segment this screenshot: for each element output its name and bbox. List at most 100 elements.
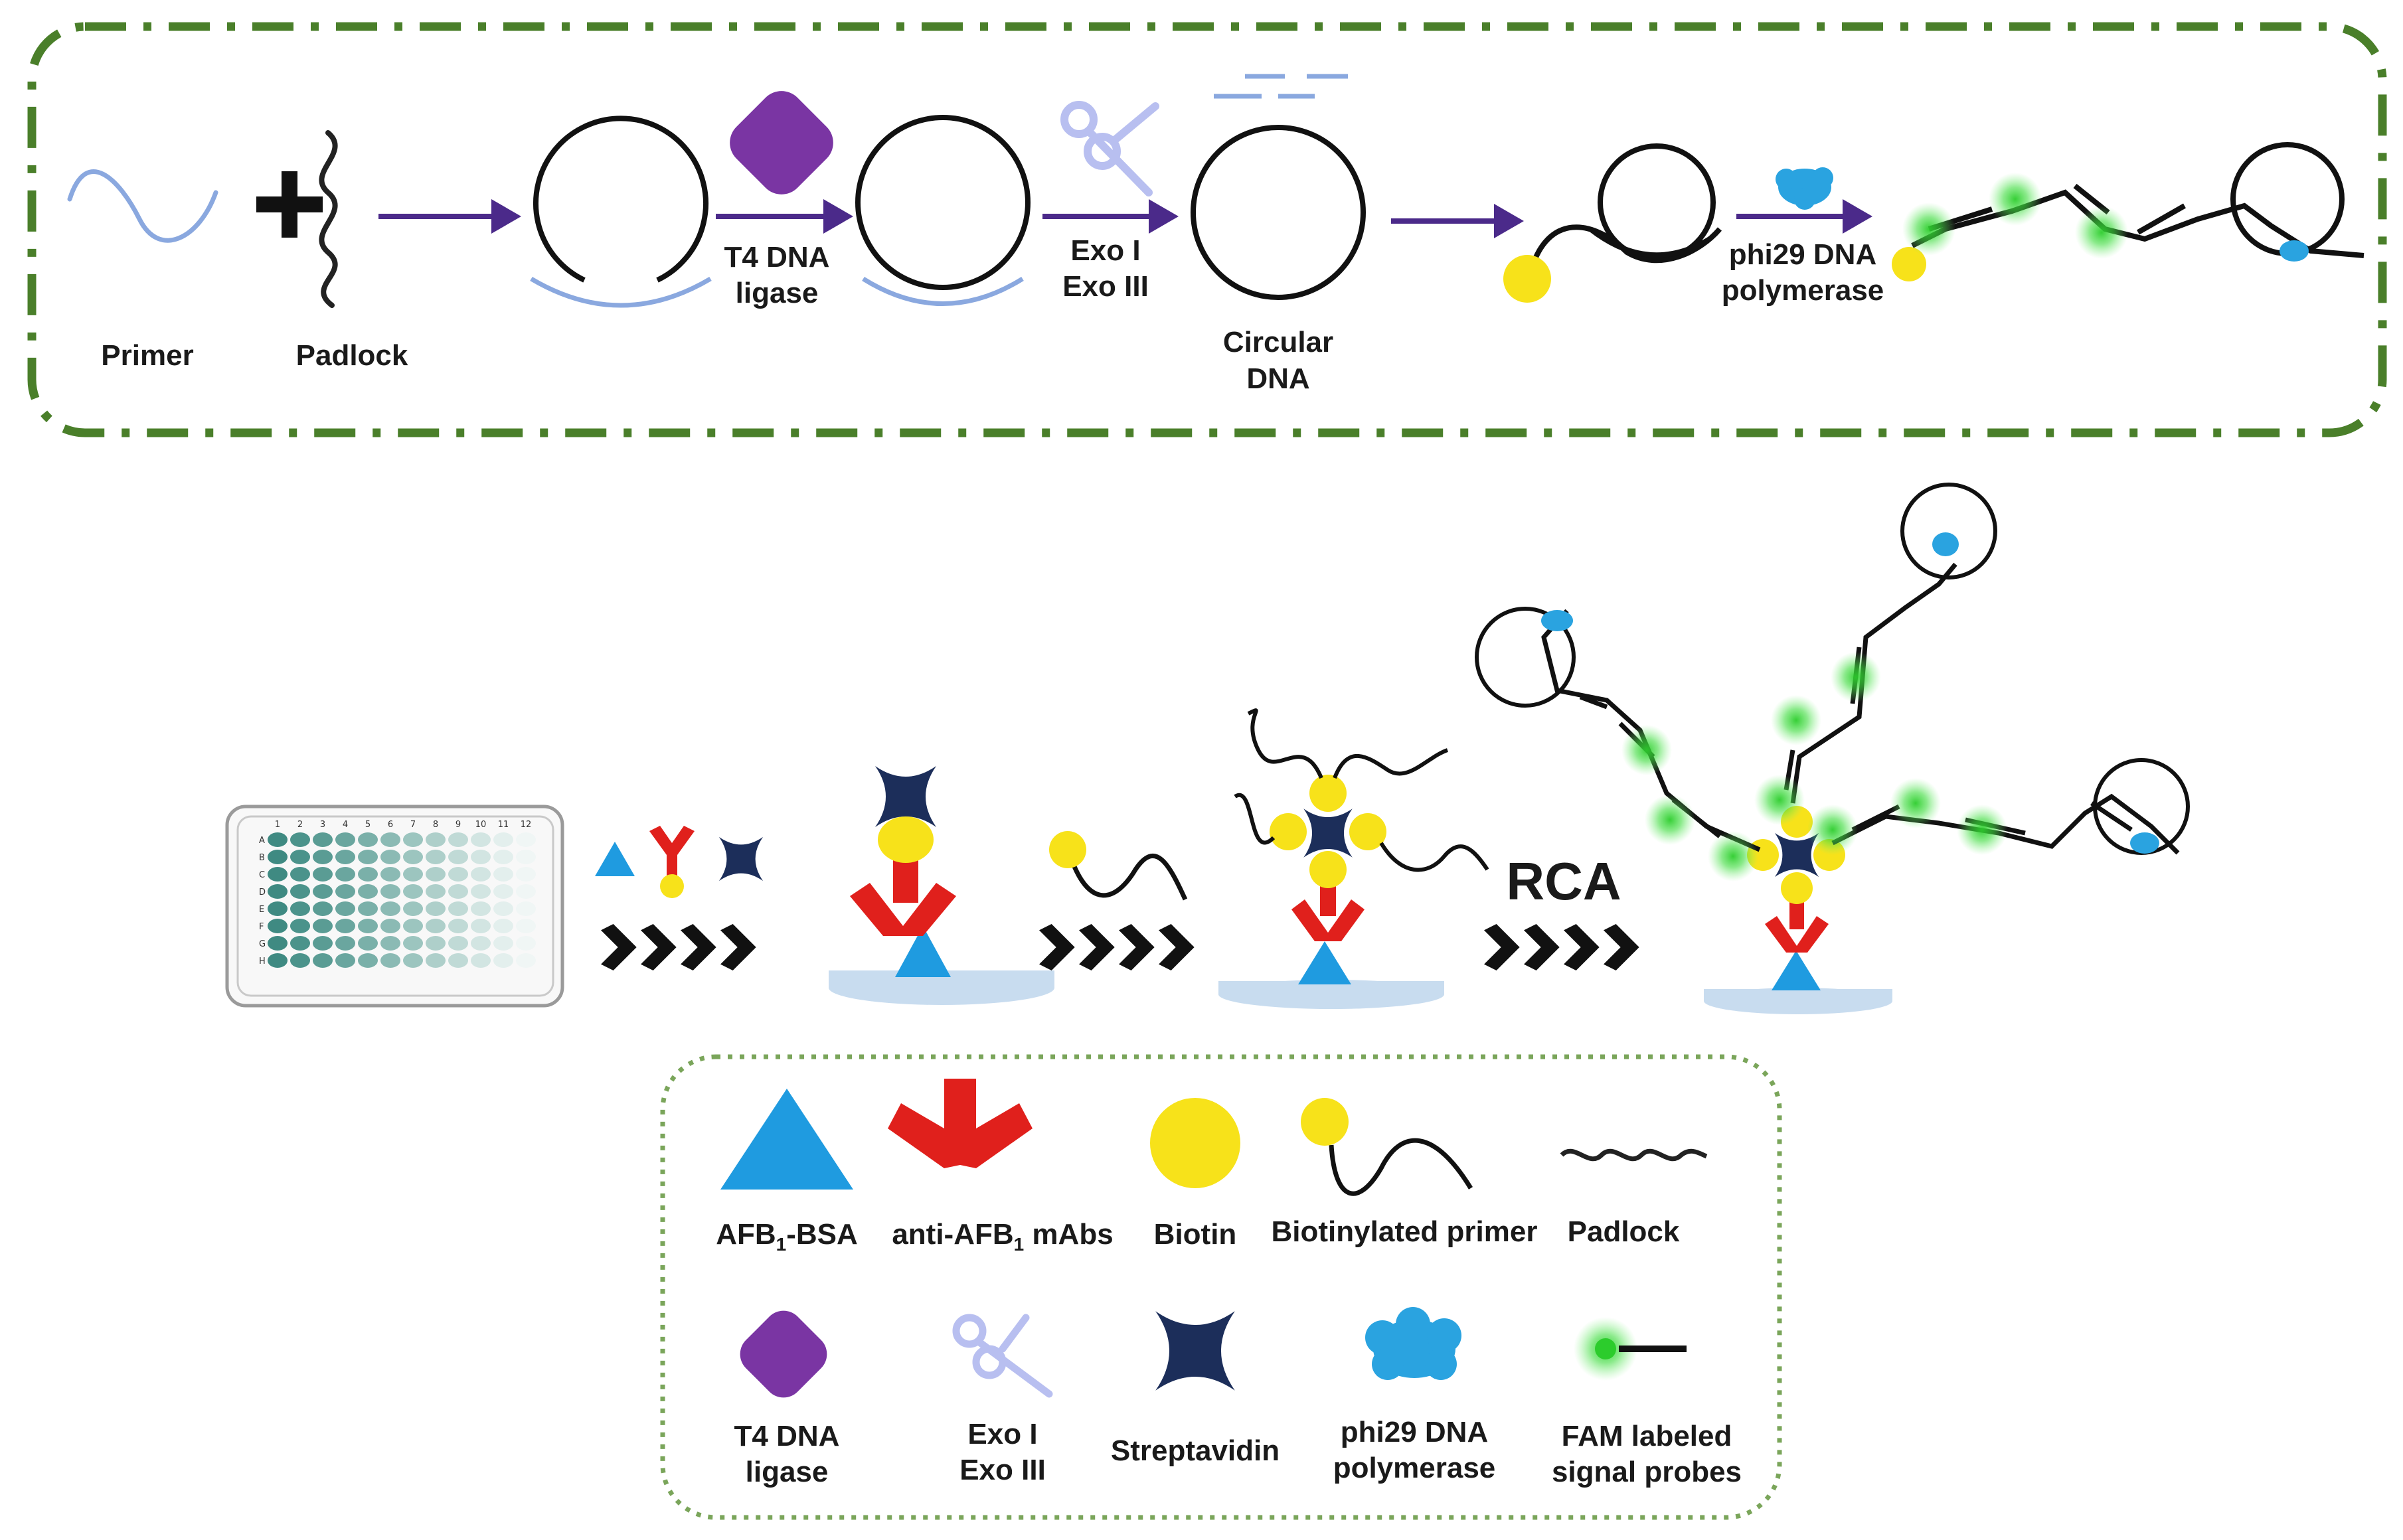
biotin-icon [1150,1098,1240,1188]
plate-col-label: 10 [475,820,487,830]
plate-well [493,953,513,968]
plate-well [290,919,310,933]
plate-col-label: 7 [410,820,416,830]
legend-strep-label: Streptavidin [1111,1434,1280,1467]
plate-well [290,832,310,847]
plate-col-label: 11 [498,820,509,830]
plate-col-label: 8 [433,820,438,830]
fam-probe-glow [1890,778,1941,828]
plate-well [358,919,378,933]
streptavidin-small-icon [718,836,764,882]
plate-well [313,884,333,899]
antibody-small-icon [649,826,695,898]
plate-col-label: 5 [365,820,371,830]
plate-well [380,953,400,968]
plate-well [516,901,536,916]
fam-probe-glow [1807,805,1858,855]
plate-well [335,919,355,933]
plate-well [313,901,333,916]
fam-probe-glow [1754,775,1805,825]
polymerase-icon [1541,610,1573,631]
rca-label: RCA [1506,852,1621,911]
plate-well [268,832,288,847]
plate-well [268,936,288,951]
legend-bprimer-label: Biotinylated primer [1272,1215,1538,1248]
legend-antibody-label: anti-AFB1 mAbs [892,1218,1113,1255]
fam-probe-glow [1645,795,1695,845]
plate-well [268,919,288,933]
assay-stage-3 [1475,483,2190,1014]
padlock-circle-open [533,116,708,283]
plate-well [380,867,400,882]
primer-label: Primer [101,339,193,372]
plate-well [426,901,446,916]
plate-well [516,832,536,847]
legend-fam-label-line1: FAM labeled [1562,1420,1732,1452]
legend-biotin-label: Biotin [1154,1218,1237,1251]
plate-well [493,936,513,951]
plate-well [358,867,378,882]
plate-well [448,884,468,899]
plate-well [335,850,355,864]
step-chevrons [1039,924,1195,970]
plate-well [268,953,288,968]
legend-phi-label-line1: phi29 DNA [1341,1416,1488,1448]
arrow-right-icon [1736,199,1872,234]
padlock-strand-icon [1560,1148,1708,1162]
plate-well [471,850,491,864]
t4-ligase-icon [740,1310,827,1398]
step-chevrons [1484,924,1639,970]
plate-well [268,867,288,882]
arrow-right-icon [1042,199,1179,234]
plate-well [335,901,355,916]
padlock-strand-icon [319,130,338,308]
polymerase-label-line1: phi29 DNA [1729,238,1876,271]
assay-stage-2 [1218,708,1489,1009]
plate-well [335,936,355,951]
polymerase-icon [1776,167,1833,210]
plate-well [516,919,536,933]
plate-well [290,953,310,968]
circular-dna-label-line2: DNA [1246,362,1309,395]
plate-well [313,953,333,968]
plate-well [380,919,400,933]
plate-well [380,901,400,916]
step-chevrons [601,924,756,970]
plate-well [516,867,536,882]
plate-well [290,867,310,882]
plate-well [358,850,378,864]
plate-well [290,884,310,899]
primer-template-arc [862,277,1024,306]
polymerase-icon [2130,832,2159,854]
plate-well [380,936,400,951]
padlock-label: Padlock [296,339,408,372]
plate-row-label: H [259,957,266,966]
plate-row-label: B [259,853,265,863]
plate-well [313,832,333,847]
plate-well [493,919,513,933]
plate-well [335,867,355,882]
polymerase-icon [1365,1307,1461,1380]
plate-well [448,953,468,968]
scissors-icon [1060,101,1159,196]
plate-row-label: D [259,887,266,897]
primer-strand-icon [67,169,218,243]
plate-well [493,850,513,864]
plate-well [290,936,310,951]
plate-well [426,953,446,968]
legend-afb-bsa-label: AFB1-BSA [716,1218,858,1255]
fam-probe-glow [1957,805,2007,855]
top-panel-border [27,22,2387,437]
fam-probe-glow [1621,725,1672,775]
plate-well [268,901,288,916]
plate-col-label: 6 [388,820,393,830]
ligated-circle [855,115,1031,290]
plate-col-label: 9 [456,820,461,830]
plate-well [426,884,446,899]
legend-panel-border [660,1054,1782,1520]
fam-probe-glow [1902,202,1955,256]
arrow-right-icon [1391,204,1524,238]
plate-well [448,919,468,933]
polymerase-label-line2: polymerase [1722,274,1884,307]
plate-well [426,919,446,933]
